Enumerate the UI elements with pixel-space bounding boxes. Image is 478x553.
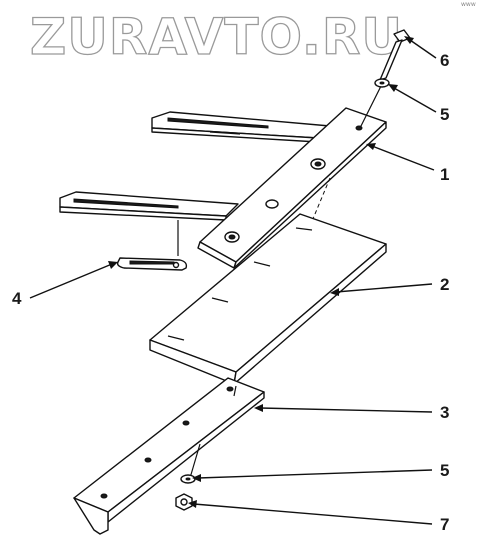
callout-5-lower: 5 (440, 461, 449, 480)
washer-part-5-upper (374, 78, 390, 88)
watermark-text: ZURAVTO.RU (30, 8, 403, 66)
leader-lines (29, 36, 437, 525)
callout-3: 3 (440, 403, 449, 422)
base-plate-part-3 (73, 377, 265, 535)
callout-1: 1 (440, 165, 449, 184)
slotted-clip-part-4 (116, 257, 188, 271)
corner-mark: www (461, 1, 476, 8)
callout-6: 6 (440, 51, 449, 70)
washer-part-5-lower (180, 474, 196, 484)
callout-5-upper: 5 (440, 105, 449, 124)
bolt-part-6 (359, 29, 411, 129)
wear-plate-part-2 (149, 213, 387, 385)
lower-bracket (59, 191, 239, 256)
callout-4: 4 (12, 289, 22, 308)
callout-7: 7 (440, 515, 449, 534)
nut-part-7 (175, 493, 193, 511)
upper-bracket (151, 111, 331, 143)
callout-2: 2 (440, 275, 449, 294)
